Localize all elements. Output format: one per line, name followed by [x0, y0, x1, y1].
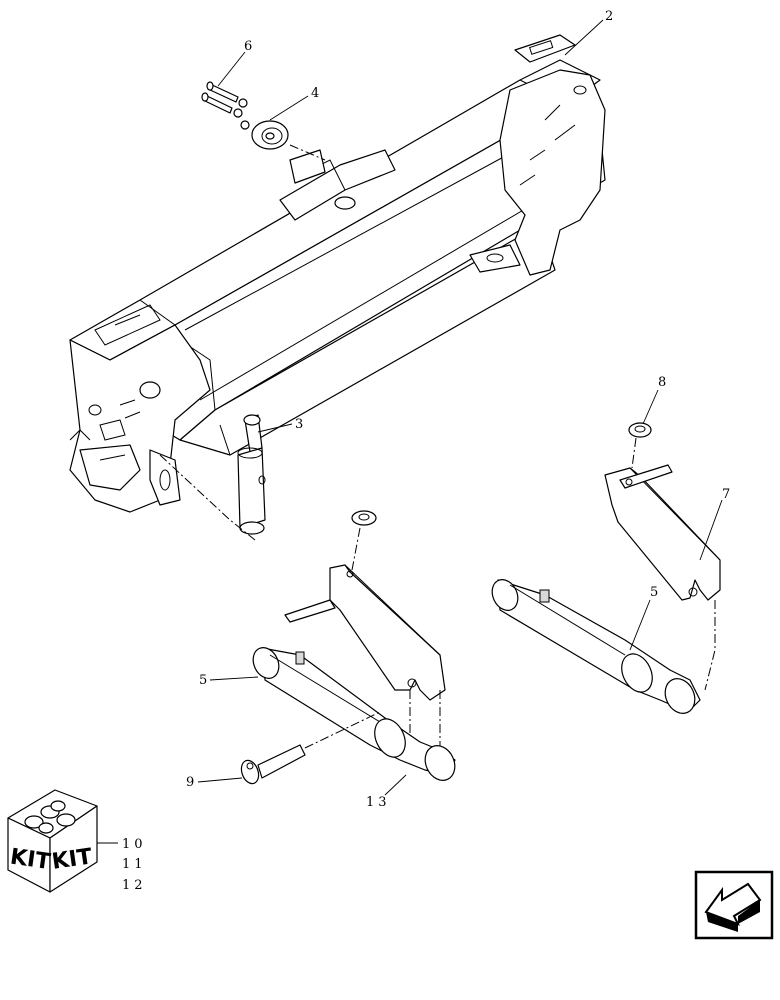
callout-13: 13	[366, 795, 391, 810]
leader-lines	[96, 19, 723, 844]
callout-5-left: 5	[199, 673, 207, 688]
callout-2: 2	[605, 9, 613, 24]
callout-8: 8	[658, 375, 666, 390]
pin-part-5-right	[491, 579, 701, 714]
frame-assembly	[69, 34, 606, 513]
arrow-icon[interactable]	[694, 870, 774, 940]
cylinder-part-3	[159, 414, 266, 541]
bolts-part-6	[201, 81, 250, 130]
pin-part-9	[240, 711, 381, 785]
callout-11: 11	[122, 857, 147, 872]
callout-labels: 2 6 4 3 8 7 5 5 9 13 10 11 12	[122, 9, 730, 893]
callout-9: 9	[186, 775, 194, 790]
kit-label-left: KIT	[9, 845, 52, 875]
callout-5-right: 5	[650, 585, 658, 600]
bracket-left	[284, 510, 446, 760]
callout-4: 4	[311, 86, 319, 101]
callout-10: 10	[122, 837, 147, 852]
callout-3: 3	[295, 417, 303, 432]
kit-label-right: KIT	[50, 844, 93, 874]
pin-part-5-left	[252, 647, 456, 781]
bracket-part-7	[604, 422, 721, 691]
callout-6: 6	[244, 39, 252, 54]
callout-12: 12	[122, 878, 147, 893]
kit-box: KIT KIT	[7, 789, 98, 893]
callout-7: 7	[722, 487, 730, 502]
bushing-part-4	[251, 120, 326, 161]
